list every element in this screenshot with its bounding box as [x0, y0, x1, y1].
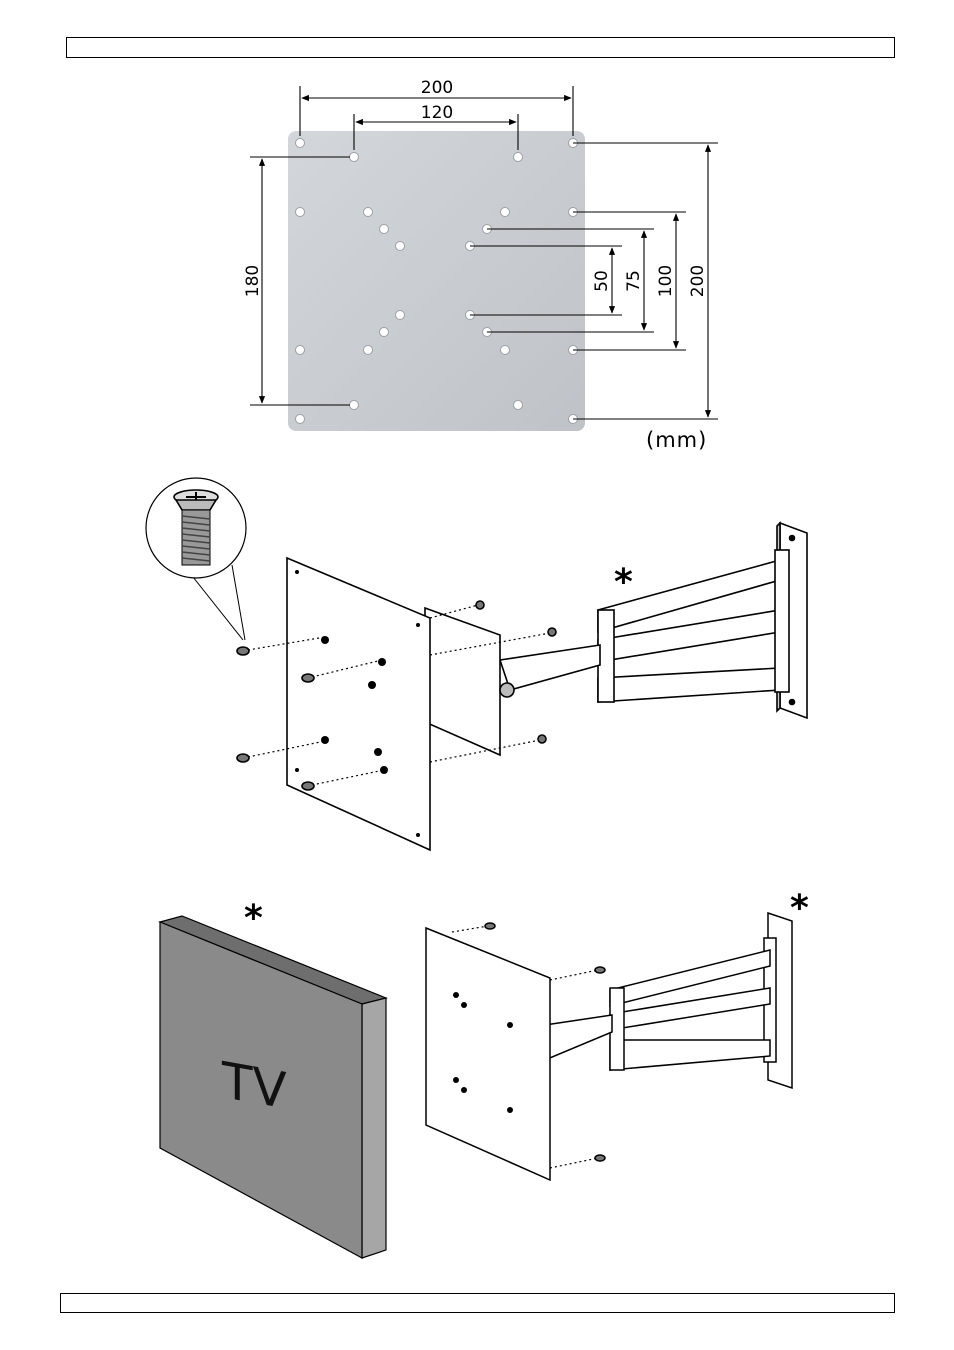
- dim-top-outer: 200: [421, 78, 453, 98]
- vesa-plate-diagram: 200 120 180 50 75 100 200 (mm): [243, 78, 718, 452]
- dim-left-180: 180: [243, 265, 263, 297]
- assembly-marker: *: [614, 562, 633, 603]
- tv-label: TV: [221, 1050, 287, 1120]
- dim-right-50: 50: [592, 270, 612, 292]
- dim-right-200: 200: [688, 265, 708, 297]
- lower-arm: [598, 668, 780, 702]
- dim-top-inner: 120: [421, 103, 453, 123]
- wall-mount-assembly: [426, 913, 792, 1180]
- tv-marker: *: [244, 898, 263, 939]
- dim-right-100: 100: [656, 265, 676, 297]
- extension-arm: [500, 645, 600, 690]
- vesa-plate: [287, 558, 430, 850]
- dim-right-75: 75: [624, 270, 644, 292]
- tv-side-face: [362, 998, 386, 1258]
- vesa-plate-2: [426, 928, 550, 1180]
- screw-detail-callout: [146, 478, 246, 640]
- tilt-bracket: [425, 608, 500, 755]
- unit-label: (mm): [646, 428, 707, 452]
- wall-marker: *: [790, 888, 809, 929]
- assembly-diagram: [146, 478, 807, 850]
- tv-block: TV: [160, 916, 386, 1258]
- mounting-plate: [288, 131, 585, 431]
